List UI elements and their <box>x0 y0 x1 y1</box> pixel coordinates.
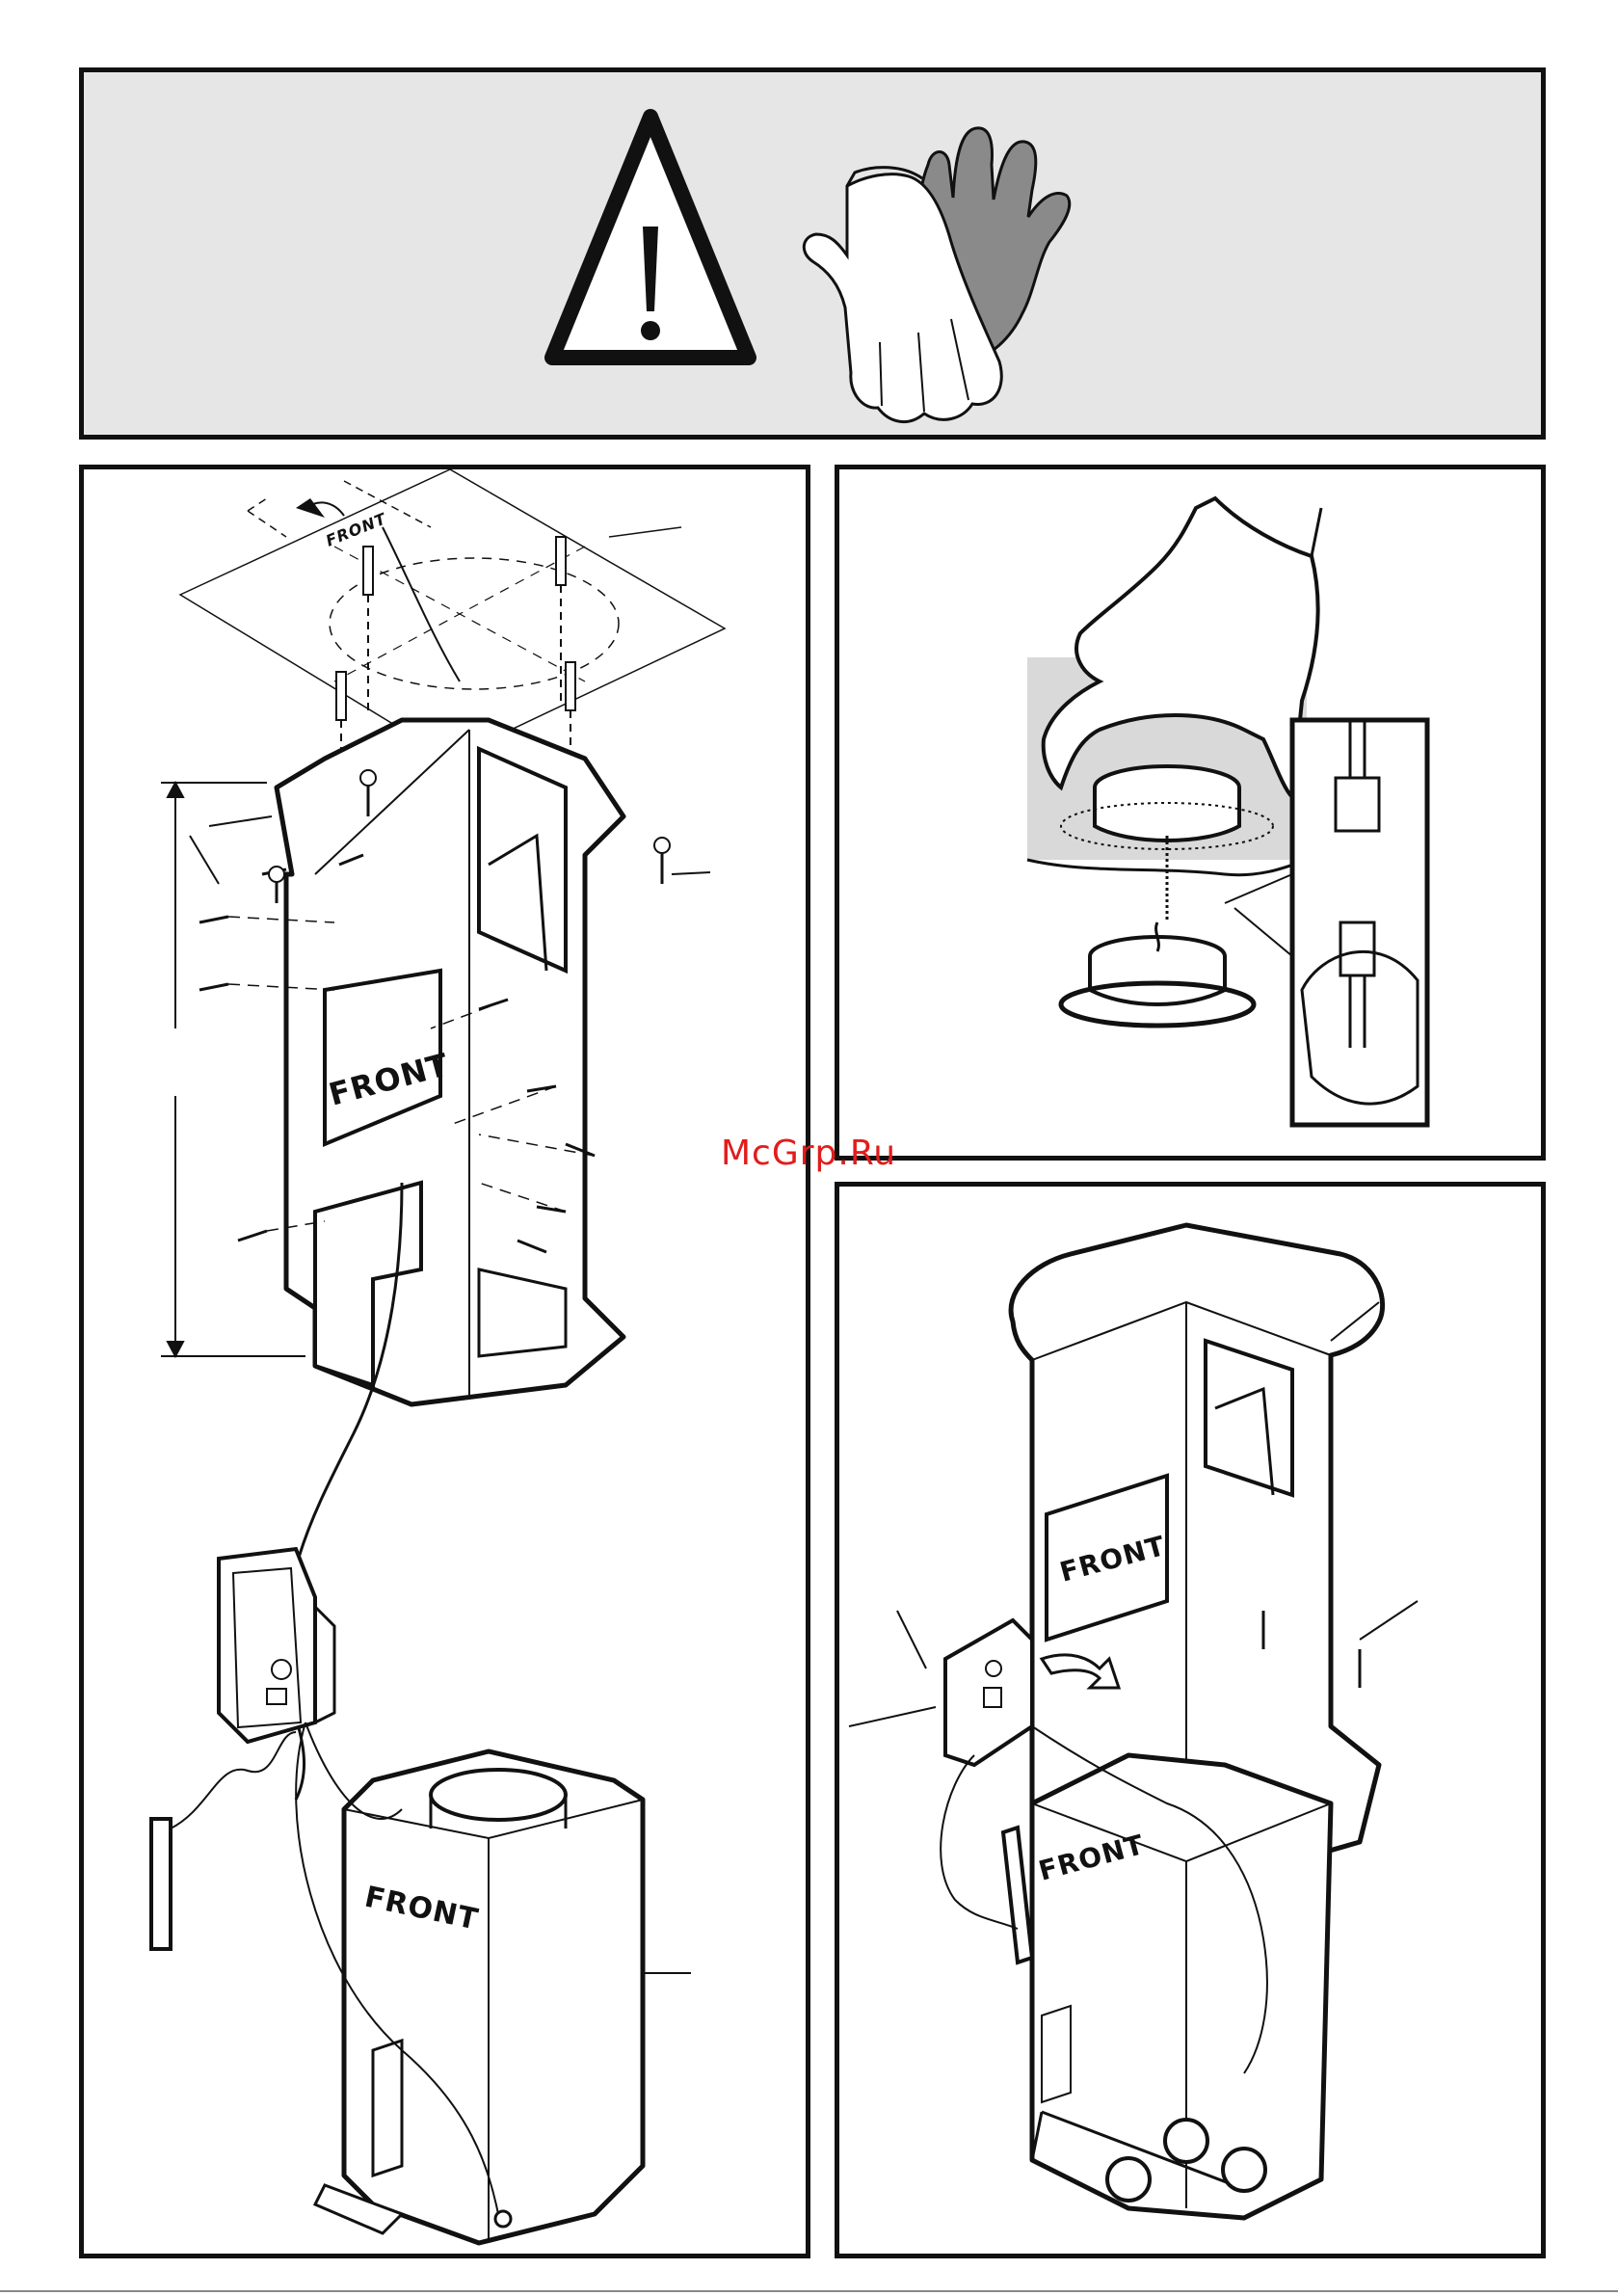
electrical-box <box>219 1549 334 1742</box>
assembly-diagram: FRONT FRONT <box>839 1187 1541 2254</box>
front-direction-arrow-icon <box>296 498 344 518</box>
watermark: McGrp.Ru <box>721 1134 896 1173</box>
ceiling-plane <box>180 469 725 759</box>
duct-bracket <box>277 720 623 1404</box>
warning-triangle-icon <box>552 117 749 358</box>
led-light-strip <box>151 1732 296 1949</box>
warning-graphics <box>84 72 1541 435</box>
footer-rule <box>0 2290 1618 2292</box>
assembly-diagram-panel: FRONT FRONT <box>835 1182 1546 2258</box>
protective-gloves-icon <box>804 128 1070 422</box>
warning-panel <box>79 67 1546 440</box>
installation-diagram: FRONT FRONT <box>84 469 806 2254</box>
motor-housing <box>1032 1755 1331 2218</box>
installation-diagram-panel: FRONT FRONT <box>79 465 810 2258</box>
led-light-strip <box>941 1755 1032 1962</box>
electrical-box <box>849 1611 1032 1765</box>
motor-housing <box>315 1751 691 2243</box>
downlight-lowered <box>1061 922 1254 1026</box>
connector-diagram <box>839 469 1541 1156</box>
light-connector-panel <box>835 465 1546 1161</box>
